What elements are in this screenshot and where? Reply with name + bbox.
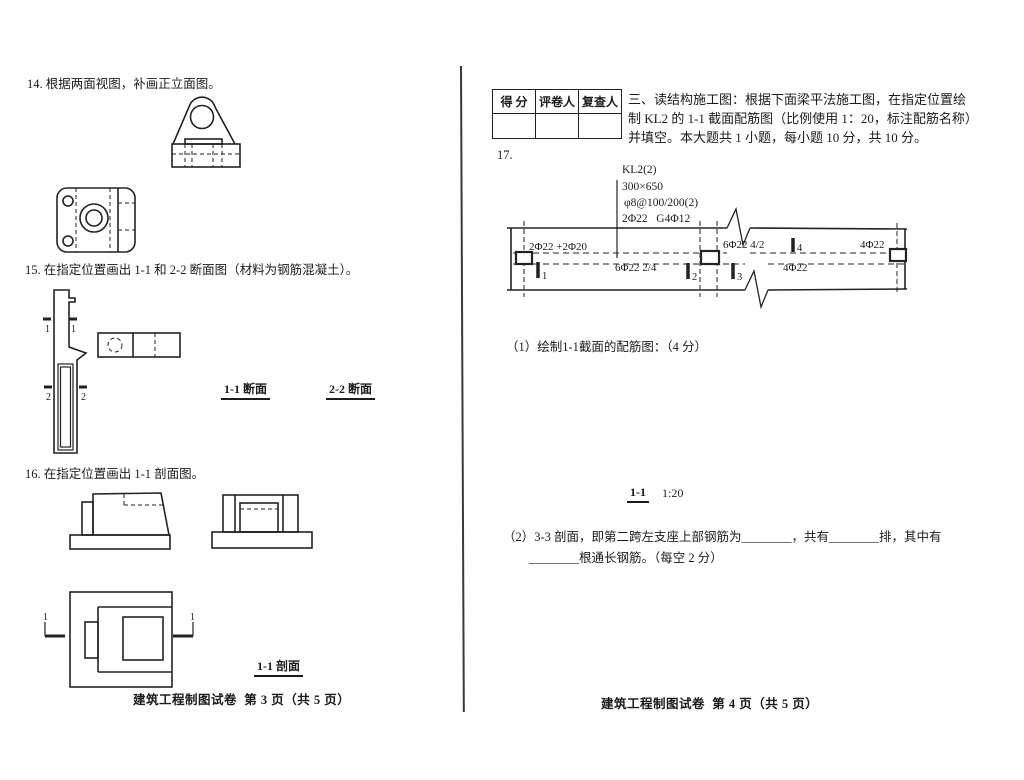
footer-page-3: 建筑工程制图试卷 第 3 页（共 5 页） — [133, 693, 351, 707]
q15-label-section-2-2: 2-2 断面 — [326, 382, 375, 400]
q16-elev1-body — [92, 492, 170, 536]
scale-label: 1:20 — [662, 486, 684, 500]
support-left — [514, 250, 534, 266]
q16-mark-left: 1 — [43, 612, 48, 623]
q16-elev2-base — [211, 531, 313, 549]
beam-break-bottom — [744, 268, 769, 310]
q14-top-hidden-lines — [75, 188, 135, 252]
q14-top-view-boss-outer — [79, 203, 109, 233]
q15-column-profile-outline — [53, 289, 88, 454]
q15-column-slot-inner — [59, 366, 72, 448]
q16-cut-marks — [44, 622, 194, 638]
q16-plan-inner — [122, 616, 164, 661]
beam-section-mark-4: 4 — [797, 243, 803, 254]
question-15-text: 15. 在指定位置画出 1-1 和 2-2 断面图（材料为钢筋混凝土）。 — [25, 263, 359, 277]
score-cell-empty — [535, 113, 579, 139]
beam-section-mark-2: 2 — [692, 272, 697, 283]
section-3-heading: 三、读结构施工图：根据下面梁平法施工图，在指定位置绘 制 KL2 的 1-1 截… — [628, 90, 978, 147]
q15-label-section-1-1: 1-1 断面 — [221, 382, 270, 400]
q16-elev2-opening — [239, 502, 279, 533]
score-table-header-grader: 评卷人 — [535, 89, 579, 114]
sub-question-1-text: （1）绘制1-1截面的配筋图：（4 分） — [506, 340, 708, 354]
q14-front-view-head — [172, 96, 236, 145]
score-table: 得 分 评卷人 复查人 — [492, 89, 622, 139]
footer-page-4: 建筑工程制图试卷 第 4 页（共 5 页） — [601, 697, 819, 711]
q15-column-slot-outer — [57, 363, 74, 451]
question-16-text: 16. 在指定位置画出 1-1 剖面图。 — [25, 467, 205, 481]
q16-elev1-base — [69, 534, 171, 550]
q15-plan-view-outline — [97, 332, 181, 358]
q16-plan-outer — [69, 591, 173, 688]
q14-top-view-outline — [56, 187, 136, 253]
score-table-header-row: 得 分 评卷人 复查人 — [492, 89, 622, 114]
beam-label-bottom-mid: 6Φ22 2/4 — [615, 262, 657, 274]
support-right — [888, 247, 908, 263]
beam-label-top-left: 2Φ22 +2Φ20 — [529, 241, 588, 253]
score-table-empty-row — [492, 113, 622, 139]
beam-label-top-right: 4Φ22 — [860, 239, 885, 251]
q15-mark-2-left: 2 — [46, 392, 51, 403]
beam-tag-name: KL2(2) — [622, 164, 657, 176]
beam-tag-stirrups: φ8@100/200(2) — [624, 197, 699, 209]
q14-front-view-base — [171, 143, 241, 168]
beam-section-bars — [536, 238, 795, 279]
q16-figure: 1 1 — [43, 492, 313, 688]
q16-elev1-column — [81, 501, 94, 536]
score-cell-empty — [492, 113, 536, 139]
beam-tag-bars: 2Φ22 G4Φ12 — [622, 213, 691, 225]
q14-figure — [56, 96, 241, 253]
section-3-heading-line-3: 并填空。本大题共 1 小题，每小题 10 分，共 10 分。 — [628, 130, 928, 145]
question-17-number: 17. — [497, 148, 513, 162]
q14-front-hidden-lines — [172, 144, 240, 167]
q14-top-view-boss-inner — [85, 209, 103, 227]
score-table-header-score: 得 分 — [492, 89, 536, 114]
q16-plan-tab — [84, 621, 99, 659]
question-14-text: 14. 根据两面视图，补画正立面图。 — [27, 77, 221, 91]
q15-cut-marks — [43, 317, 87, 389]
score-cell-empty — [578, 113, 622, 139]
sub-question-2-line-2: ________根通长钢筋。（每空 2 分） — [529, 551, 723, 565]
section-ref-label: 1-1 — [627, 485, 649, 503]
score-table-header-reviewer: 复查人 — [578, 89, 622, 114]
q16-mark-right: 1 — [190, 612, 195, 623]
q14-top-view-small-hole-2 — [62, 235, 74, 247]
beam-break-top — [726, 206, 751, 248]
q15-plan-hidden-lines — [107, 333, 156, 357]
q15-mark-1-left: 1 — [45, 324, 50, 335]
beam-section-mark-1: 1 — [542, 271, 547, 282]
beam-outline — [507, 206, 908, 310]
beam-label-top-mid: 6Φ22 4/2 — [723, 239, 765, 251]
q14-front-view-hole — [189, 104, 215, 130]
q15-mark-1-right: 1 — [71, 324, 76, 335]
q16-label-section-1-1: 1-1 剖面 — [254, 659, 303, 677]
beam-tag-size: 300×650 — [622, 181, 663, 193]
section-3-heading-line-2: 制 KL2 的 1-1 截面配筋图（比例使用 1：20，标注配筋名称） — [628, 111, 978, 126]
q16-elev1-hidden-lines — [123, 494, 163, 506]
q15-figure: 1 1 2 2 — [43, 289, 181, 454]
support-middle — [699, 249, 721, 266]
q15-mark-2-right: 2 — [81, 392, 86, 403]
beam-supports — [514, 247, 908, 266]
beam-section-mark-3: 3 — [737, 272, 742, 283]
page-divider — [460, 65, 465, 712]
q14-top-view-small-hole-1 — [62, 195, 74, 207]
section-3-heading-line-1: 三、读结构施工图：根据下面梁平法施工图，在指定位置绘 — [628, 92, 967, 107]
beam-drawing: 1 2 3 4 — [507, 180, 908, 310]
beam-label-bottom-right: 4Φ22 — [783, 262, 808, 274]
sub-question-2-line-1: （2）3-3 剖面，即第二跨左支座上部钢筋为________，共有_______… — [503, 530, 942, 544]
